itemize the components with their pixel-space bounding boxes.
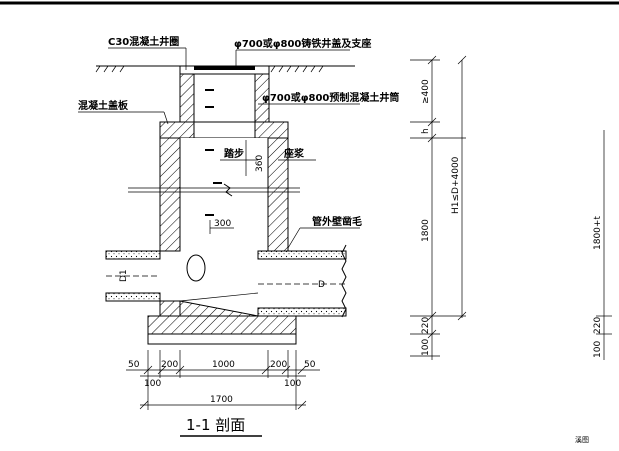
section-title: 1-1 剖面 [186,416,245,434]
label-precast-barrel: φ700或φ800预制混凝土井筒 [262,91,399,104]
dim-H1: H1≤D+4000 [451,156,461,214]
dim-100-left: 100 [144,379,161,389]
dim-1800: 1800 [421,219,431,242]
dim-100: 100 [421,339,431,356]
label-d1: D1 [119,269,129,282]
dim-right-1800: 1800+t [593,216,603,250]
inlet-pipe [105,250,161,302]
dim-h: h [421,128,431,134]
chamber-walls [159,137,289,252]
base-slab [147,292,297,345]
dim-right-220: 220 [593,317,603,334]
label-c30-ring: C30混凝土井圈 [108,35,179,48]
outlet-pipe [257,244,347,318]
ladder-steps [205,149,222,216]
shaft-ring [179,65,270,123]
dimension-chain-vertical [410,55,467,360]
dimension-chain-horizontal [126,350,320,410]
break-line [128,183,300,197]
label-d: D [318,280,325,290]
ground-line [95,65,355,73]
dim-50-right: 50 [304,360,316,370]
dim-300: 300 [214,219,231,229]
dim-100-right: 100 [284,379,301,389]
label-cast-iron-cover: φ700或φ800铸铁井盖及支座 [234,37,371,50]
label-step: 踏步 [224,147,244,160]
dim-1000: 1000 [212,360,235,370]
stamp-text: 溪图 [575,435,589,444]
dim-right-100: 100 [593,341,603,358]
right-dimension [596,130,612,360]
label-pipe-roughen: 管外壁凿毛 [312,215,362,228]
dim-360: 360 [255,155,265,172]
dim-200-left: 200 [161,360,178,370]
pipe-opening [186,254,206,282]
dim-200-right: 200 [270,360,287,370]
dim-1700: 1700 [210,395,233,405]
dim-400: ≥400 [421,79,431,104]
label-mortar: 座浆 [283,147,305,160]
dim-50-left: 50 [128,360,140,370]
dim-220: 220 [421,317,431,334]
label-concrete-slab: 混凝土盖板 [78,99,129,112]
leader-lines [78,47,360,249]
